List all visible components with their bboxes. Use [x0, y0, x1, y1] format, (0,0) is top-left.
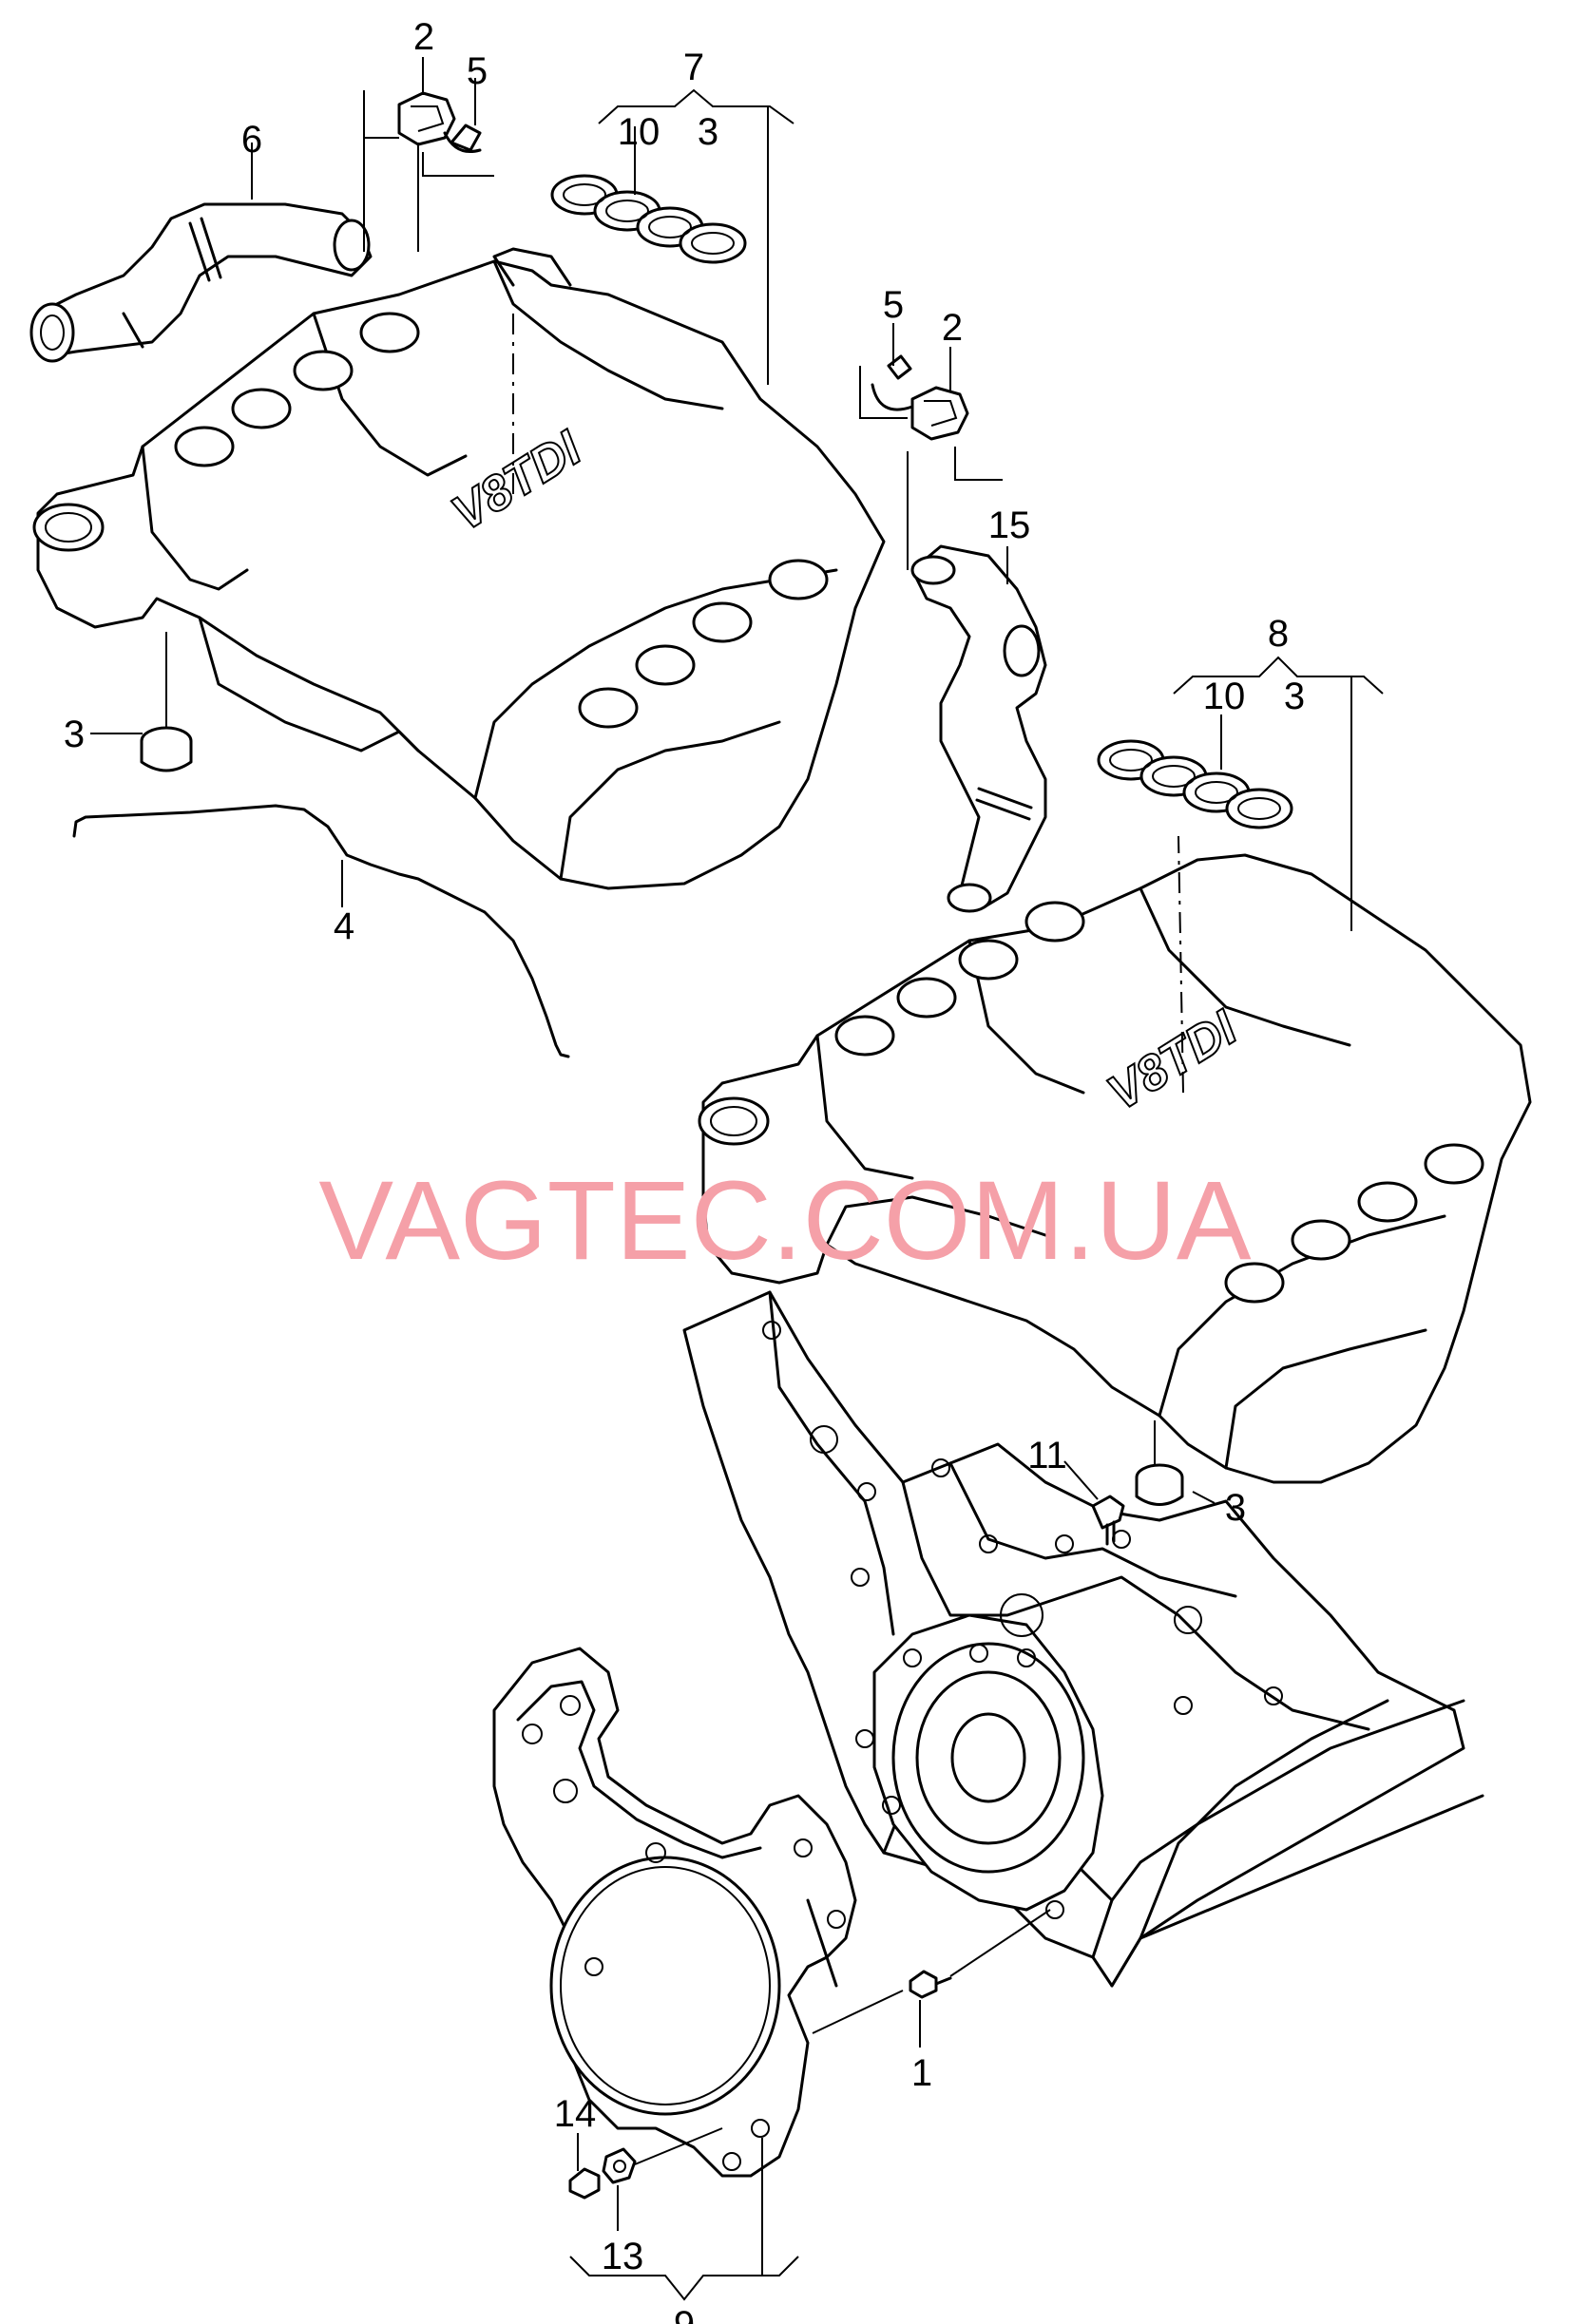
audi-rings-emblem-lower [1097, 739, 1293, 829]
callout-3-bracket-upper: 3 [698, 111, 718, 153]
callout-3-lower-grommet: 3 [1225, 1487, 1246, 1529]
callout-labels: 2 5 6 7 10 3 5 2 15 3 4 8 10 3 11 3 1 14… [64, 16, 1305, 2324]
callout-7: 7 [683, 47, 704, 88]
clip-2-middle [910, 386, 969, 441]
timing-cover-gasket-9 [492, 1647, 857, 2178]
callout-6: 6 [241, 119, 262, 161]
callout-2-upper: 2 [413, 16, 434, 58]
callout-9: 9 [674, 2304, 695, 2324]
callout-11: 11 [1027, 1435, 1067, 1476]
bolt-14 [568, 2167, 601, 2200]
lower-engine-cover: V8TDI [698, 853, 1532, 1484]
breather-hose-15 [910, 544, 1047, 913]
clip-5-upper [443, 124, 482, 153]
upper-engine-cover: V8TDI [32, 247, 886, 890]
clip-2-upper [397, 91, 456, 146]
grommet-3-upper [140, 726, 193, 772]
clip-5-middle [871, 354, 914, 411]
breather-hose-6 [29, 202, 373, 363]
callout-15: 15 [988, 505, 1031, 546]
callout-5-upper: 5 [467, 50, 488, 92]
callout-8: 8 [1268, 613, 1289, 655]
watermark-text: VAGTEC.COM.UA [318, 1158, 1252, 1284]
bolt-11 [1091, 1495, 1125, 1546]
callout-3-bracket-lower: 3 [1284, 676, 1305, 717]
cable-4 [72, 804, 570, 1058]
callout-13: 13 [602, 2236, 644, 2277]
leader-lines [90, 57, 1384, 2301]
callout-1: 1 [911, 2052, 932, 2094]
callout-4: 4 [334, 905, 354, 947]
callout-14: 14 [554, 2093, 597, 2135]
callout-10-lower: 10 [1203, 676, 1246, 717]
grommet-3-lower [1135, 1463, 1184, 1506]
callout-3-upper-grommet: 3 [64, 714, 85, 755]
nut-13 [602, 2147, 637, 2184]
callout-2-middle: 2 [942, 307, 963, 349]
callout-10-upper: 10 [618, 111, 661, 153]
callout-5-middle: 5 [883, 284, 904, 326]
engine-block [682, 1290, 1484, 1988]
bolt-1 [909, 1970, 952, 1999]
audi-rings-emblem-upper [550, 174, 747, 264]
